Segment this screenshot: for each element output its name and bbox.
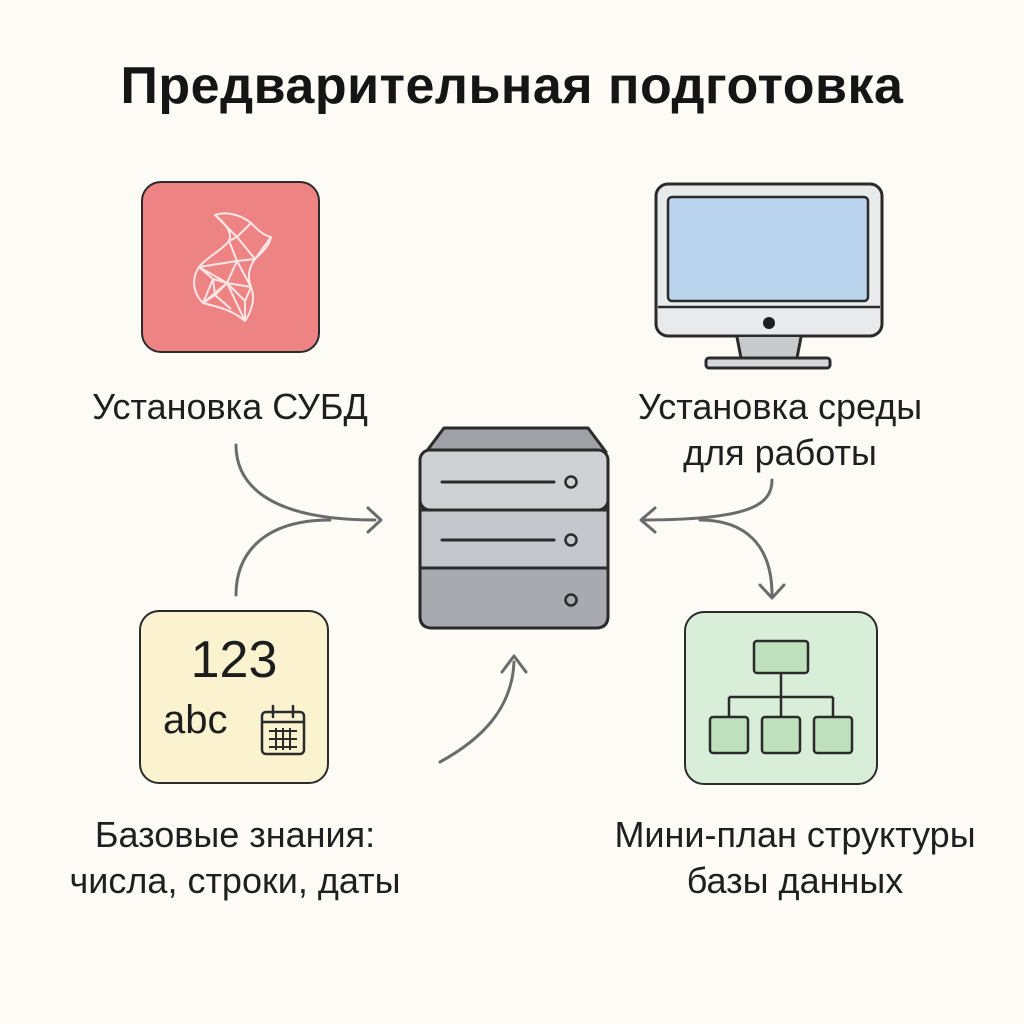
arrow-environment-to-server [640,478,774,522]
arrow-basics-curve [438,660,516,764]
basics-tile: 123 abc [139,610,329,784]
arrow-basics-to-server [234,518,332,597]
schema-label: Мини-план структуры базы данных [614,814,976,901]
monitor-icon [654,182,884,370]
dbms-label: Установка СУБД [92,386,368,427]
basics-label: Базовые знания: числа, строки, даты [69,814,401,901]
dbms-tile [141,181,320,353]
environment-label: Установка среды для работы [637,386,923,473]
hierarchy-icon [708,639,854,755]
digits-text: 123 [190,631,278,689]
calendar-icon [260,704,306,756]
arrow-basics-head [500,654,528,674]
schema-tile [684,611,878,785]
arrow-to-schema [698,518,774,597]
sql-server-icon [193,212,272,322]
arrow-environment-head [639,506,657,534]
arrow-dbms-head [366,506,383,534]
letters-text: abc [163,698,228,742]
page-title: Предварительная подготовка [120,57,904,115]
arrow-dbms-to-server [234,443,377,522]
server-icon [418,426,610,630]
arrow-schema-head [758,583,786,600]
